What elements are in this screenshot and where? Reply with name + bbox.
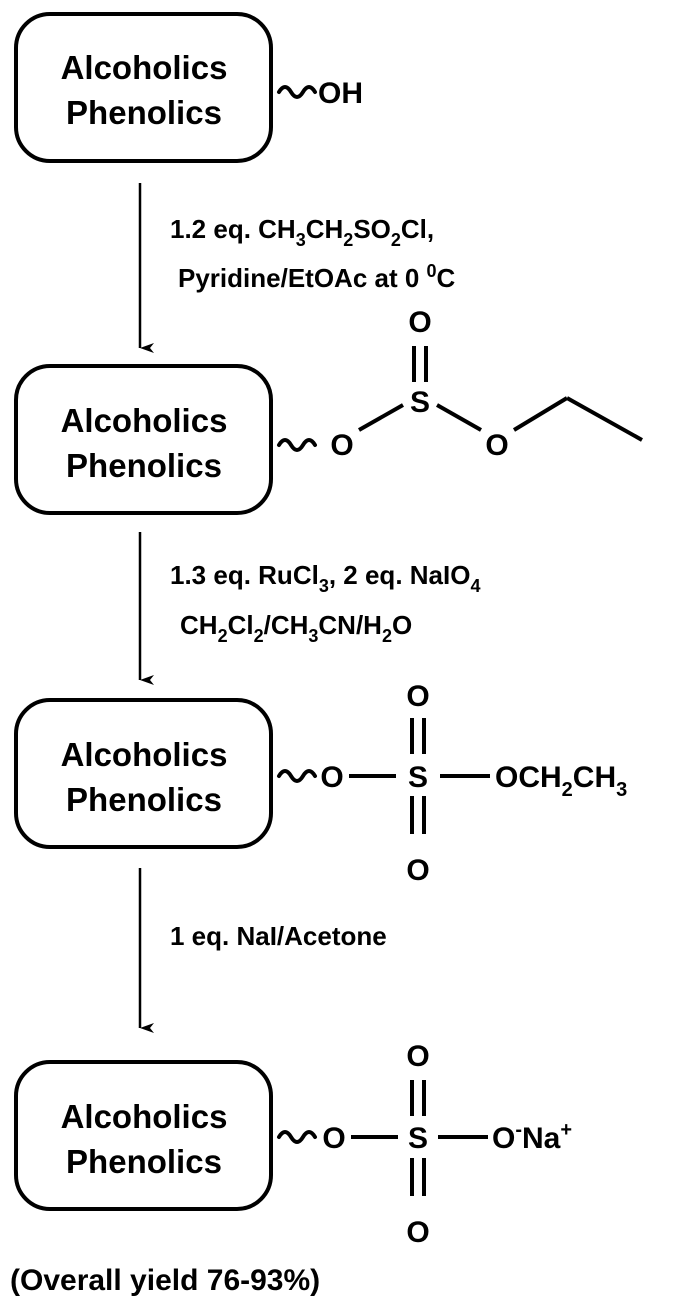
box-label-line1: Alcoholics <box>61 736 228 773</box>
sulfonyl-oxygen-bottom: O <box>406 854 429 887</box>
compound-2: Alcoholics Phenolics O S O O <box>14 306 643 515</box>
compound-1: Alcoholics Phenolics OH <box>14 12 363 163</box>
sulfur-atom: S <box>408 1122 428 1155</box>
compound-4: Alcoholics Phenolics O S O O O-Na+ <box>14 1040 572 1249</box>
box-label-line1: Alcoholics <box>61 402 228 439</box>
sulfinyl-oxygen: O <box>408 306 431 339</box>
bond-o-s <box>358 403 404 432</box>
wavy-bond-icon <box>277 85 317 99</box>
sulfonyl-oxygen-top: O <box>406 680 429 713</box>
step1-condition-solvent: Pyridine/EtOAc at 0 0C <box>178 261 456 293</box>
compound-3: Alcoholics Phenolics O S O O OCH2CH3 <box>14 680 627 887</box>
box-label-line1: Alcoholics <box>61 1098 228 1135</box>
substrate-box-2 <box>14 364 273 515</box>
ethyl-bond-2 <box>566 396 643 442</box>
substrate-box-3 <box>14 698 273 849</box>
sulfur-atom: S <box>410 386 430 419</box>
step2-condition-solvent: CH2Cl2/CH3CN/H2O <box>180 610 412 646</box>
hydroxyl-group: OH <box>318 77 363 110</box>
sulfonyl-oxygen-bottom: O <box>406 1216 429 1249</box>
wavy-bond-icon <box>277 769 317 783</box>
sulfate-anion-salt: O-Na+ <box>492 1119 572 1155</box>
ester-oxygen-left: O <box>320 761 343 794</box>
ethoxy-group: OCH2CH3 <box>495 761 627 801</box>
sulfonyl-oxygen-top: O <box>406 1040 429 1073</box>
step3-condition: 1 eq. NaI/Acetone <box>170 921 387 951</box>
box-label-line1: Alcoholics <box>61 49 228 86</box>
box-label-line2: Phenolics <box>66 94 222 131</box>
step1-condition-reagent: 1.2 eq. CH3CH2SO2Cl, <box>170 214 434 250</box>
box-label-line2: Phenolics <box>66 781 222 818</box>
wavy-bond-icon <box>277 1130 317 1144</box>
substrate-box-1 <box>14 12 273 163</box>
ethyl-bond-1 <box>512 396 569 432</box>
wavy-bond-icon <box>277 438 317 452</box>
overall-yield: (Overall yield 76-93%) <box>10 1264 320 1297</box>
ester-oxygen-left: O <box>330 429 353 462</box>
sulfur-atom: S <box>408 761 428 794</box>
box-label-line2: Phenolics <box>66 1143 222 1180</box>
bond-s-o <box>436 403 482 432</box>
ester-oxygen-right: O <box>485 429 508 462</box>
ester-oxygen-left: O <box>322 1122 345 1155</box>
box-label-line2: Phenolics <box>66 447 222 484</box>
step2-condition-reagent: 1.3 eq. RuCl3, 2 eq. NaIO4 <box>170 560 480 596</box>
substrate-box-4 <box>14 1060 273 1211</box>
